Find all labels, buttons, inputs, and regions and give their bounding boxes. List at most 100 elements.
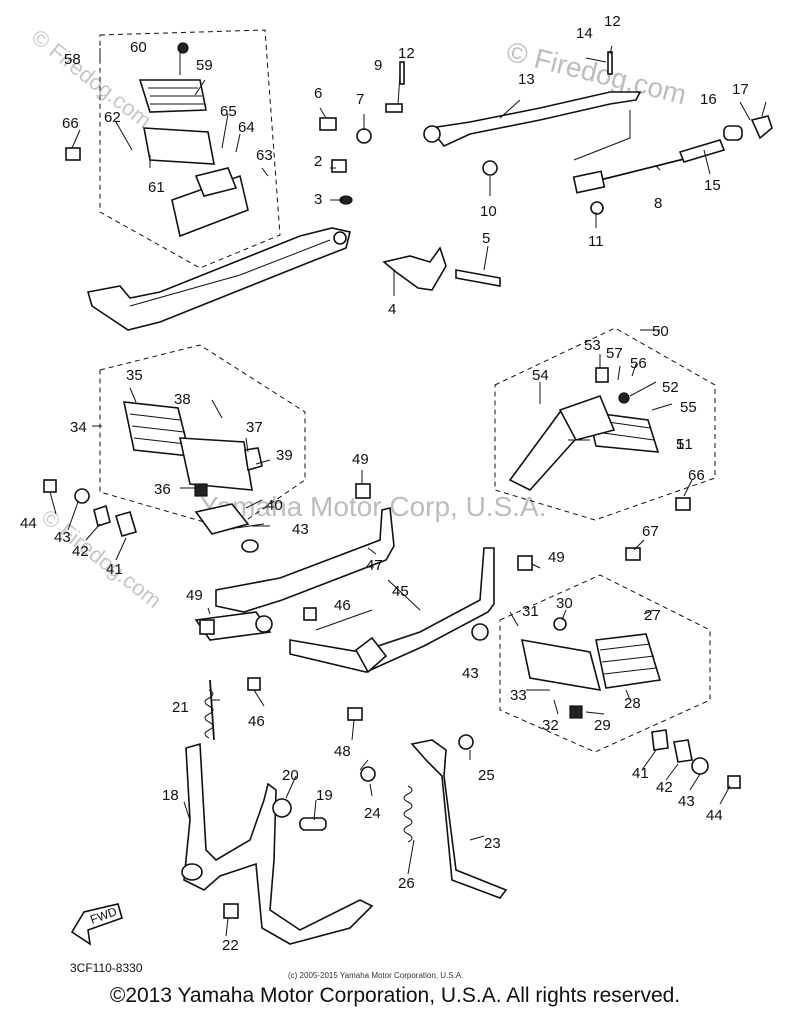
callout-57: 57 xyxy=(606,345,623,362)
callout-54: 54 xyxy=(532,367,549,384)
callout-30: 30 xyxy=(556,595,573,612)
callout-10: 10 xyxy=(480,203,497,220)
callout-55: 55 xyxy=(680,399,697,416)
bracket-45 xyxy=(289,547,495,674)
callout-66b: 66 xyxy=(688,467,705,484)
callout-23: 23 xyxy=(484,835,501,852)
center-stand-18 xyxy=(181,679,374,945)
callout-15: 15 xyxy=(704,177,721,194)
callout-labels: 1 2 3 4 5 6 7 8 9 10 11 12 12 13 14 15 1… xyxy=(20,13,749,954)
callout-45: 45 xyxy=(392,583,409,600)
callout-61: 61 xyxy=(148,179,165,196)
callout-6: 6 xyxy=(314,85,322,102)
callout-25: 25 xyxy=(478,767,495,784)
small-parts-top xyxy=(319,51,773,215)
callout-59: 59 xyxy=(196,57,213,74)
callout-49c: 49 xyxy=(186,587,203,604)
callout-17: 17 xyxy=(732,81,749,98)
brake-arm-4 xyxy=(382,246,501,291)
diagram-code: 3CF110-8330 xyxy=(70,961,143,975)
callout-3: 3 xyxy=(314,191,322,208)
callout-29: 29 xyxy=(594,717,611,734)
callout-11: 11 xyxy=(588,233,604,250)
callout-41b: 41 xyxy=(632,765,649,782)
callout-49b: 49 xyxy=(548,549,565,566)
callout-22: 22 xyxy=(222,937,239,954)
callout-5: 5 xyxy=(482,230,490,247)
footrest-group-50 xyxy=(508,367,691,561)
callout-4: 4 xyxy=(388,301,396,318)
callout-7: 7 xyxy=(356,91,364,108)
callout-26: 26 xyxy=(398,875,415,892)
callout-62: 62 xyxy=(104,109,121,126)
callout-63: 63 xyxy=(256,147,273,164)
callout-65: 65 xyxy=(220,103,237,120)
footer-copyright: ©2013 Yamaha Motor Corporation, U.S.A. A… xyxy=(109,984,681,1007)
callout-44b: 44 xyxy=(706,807,723,824)
footrest-group-27 xyxy=(520,617,662,719)
callout-19: 19 xyxy=(316,787,333,804)
callout-42: 42 xyxy=(72,543,89,560)
watermark-center: Yamaha Motor Corp, U.S.A. xyxy=(200,491,547,522)
brake-pedal xyxy=(86,227,351,331)
callout-43d: 43 xyxy=(678,793,695,810)
callout-9: 9 xyxy=(374,57,382,74)
callout-33: 33 xyxy=(510,687,527,704)
callout-43c: 43 xyxy=(462,665,479,682)
callout-47: 47 xyxy=(366,557,383,574)
leader-lines xyxy=(49,45,767,937)
callout-18: 18 xyxy=(162,787,179,804)
callout-67: 67 xyxy=(642,523,659,540)
callout-14: 14 xyxy=(576,25,593,42)
callout-56: 56 xyxy=(630,355,647,372)
callout-43: 43 xyxy=(54,529,71,546)
callout-39: 39 xyxy=(276,447,293,464)
footrest-group-58 xyxy=(65,42,249,238)
callout-51: 51 xyxy=(676,436,693,453)
small-copyright: (c) 2005-2015 Yamaha Motor Corporation, … xyxy=(288,971,463,980)
callout-66: 66 xyxy=(62,115,79,132)
callout-35: 35 xyxy=(126,367,143,384)
fwd-arrow-icon: FWD xyxy=(70,903,123,946)
brake-rod-13 xyxy=(423,91,642,147)
callout-21: 21 xyxy=(172,699,189,716)
callout-41: 41 xyxy=(106,561,123,578)
callout-43b: 43 xyxy=(292,521,309,538)
group-box-34 xyxy=(99,344,306,531)
washers-and-nuts xyxy=(43,479,741,789)
callout-36: 36 xyxy=(154,481,171,498)
callout-31: 31 xyxy=(522,603,539,620)
callout-44: 44 xyxy=(20,515,37,532)
callout-48: 48 xyxy=(334,743,351,760)
callout-37: 37 xyxy=(246,419,263,436)
callout-64: 64 xyxy=(238,119,255,136)
group-box-58 xyxy=(99,29,281,269)
callout-2: 2 xyxy=(314,153,322,170)
callout-46b: 46 xyxy=(248,713,265,730)
group-box-27 xyxy=(499,574,711,753)
callout-52: 52 xyxy=(662,379,679,396)
side-stand-23 xyxy=(223,734,508,919)
callout-40: 40 xyxy=(266,497,283,514)
callout-49: 49 xyxy=(352,451,369,468)
callout-42b: 42 xyxy=(656,779,673,796)
footrest-group-34 xyxy=(122,401,263,535)
callout-27: 27 xyxy=(644,607,661,624)
callout-32: 32 xyxy=(542,717,559,734)
callout-50: 50 xyxy=(652,323,669,340)
callout-58: 58 xyxy=(64,51,81,68)
callout-16: 16 xyxy=(700,91,717,108)
brake-rod-8 xyxy=(572,139,726,194)
callout-12: 12 xyxy=(398,45,415,62)
callout-24: 24 xyxy=(364,805,381,822)
callout-34: 34 xyxy=(70,419,87,436)
callout-13: 13 xyxy=(518,71,535,88)
callout-53: 53 xyxy=(584,337,601,354)
callout-8: 8 xyxy=(654,195,662,212)
callout-20: 20 xyxy=(282,767,299,784)
callout-12b: 12 xyxy=(604,13,621,30)
callout-38: 38 xyxy=(174,391,191,408)
callout-28: 28 xyxy=(624,695,641,712)
callout-1: 1 xyxy=(676,436,684,453)
